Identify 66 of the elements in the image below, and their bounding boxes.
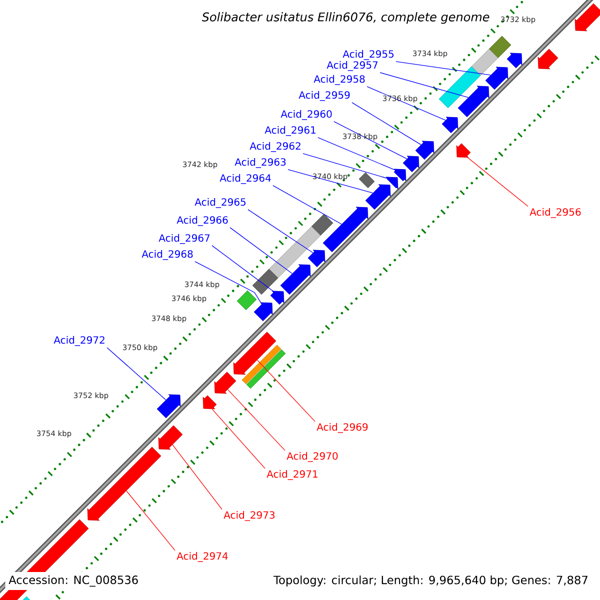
leader-line (396, 61, 491, 76)
leader-line (272, 185, 342, 224)
leader-line (248, 209, 314, 254)
gene-label: Acid_2964 (220, 174, 271, 184)
gene-label: Acid_2961 (264, 126, 316, 136)
leader-line (318, 137, 396, 171)
gene-block (308, 250, 326, 268)
leader-line (230, 227, 292, 274)
gene-label: Acid_2972 (54, 336, 104, 346)
gene-label: Acid_2965 (194, 198, 246, 208)
gene-block (402, 156, 420, 172)
gene-block (442, 116, 458, 134)
title: Solibacter usitatus Ellin6076, complete genome (202, 12, 490, 24)
gene-block (202, 395, 217, 410)
gene-block (538, 48, 558, 70)
leader-line (212, 408, 266, 469)
gene-block (158, 425, 183, 450)
gene-label: Acid_2969 (316, 423, 368, 433)
leader-line (334, 121, 408, 160)
leader-line (380, 72, 469, 98)
gene-label: Acid_2957 (326, 61, 378, 71)
gene-label: Acid_2970 (286, 452, 338, 462)
leader-line (194, 261, 262, 304)
gene-block (506, 52, 522, 68)
gene-block (365, 184, 391, 210)
leader-line (302, 153, 388, 179)
gene-block (394, 168, 406, 182)
info-text: Accession: NC_008536 (5, 572, 142, 590)
gene-label: Acid_2971 (266, 470, 318, 480)
gene-label: Acid_2959 (298, 91, 350, 101)
gene-label: Acid_2958 (314, 75, 365, 85)
gene-block (233, 332, 276, 375)
gene-label: Acid_2966 (176, 216, 228, 226)
leader-line (212, 245, 274, 292)
leader-line (106, 347, 166, 400)
gene-block (254, 302, 273, 322)
gene-label: Acid_2956 (530, 208, 581, 218)
leader-line (172, 444, 222, 510)
info-text: Topology: circular; Length: 9,965,640 bp; Genes: 7,887 (270, 572, 592, 590)
gene-label: Acid_2973 (224, 511, 275, 521)
gene-label: Acid_2968 (142, 250, 193, 260)
leader-line (366, 86, 446, 121)
gene-label: Acid_2962 (250, 142, 300, 152)
gene-block (485, 66, 508, 90)
gene-label: Acid_2963 (234, 158, 286, 168)
leader-line (126, 490, 176, 551)
gene-label: Acid_2955 (342, 50, 394, 60)
gene-block (87, 446, 162, 521)
leader-line (352, 102, 422, 146)
gene-block (386, 176, 398, 190)
gene-block (415, 140, 434, 160)
leader-line (466, 156, 528, 207)
gene-label: Acid_2974 (176, 552, 228, 562)
gene-label: Acid_2967 (158, 234, 210, 244)
leader-line (288, 169, 373, 194)
gene-block (574, 3, 600, 32)
gene-block (270, 290, 284, 305)
leader-line (256, 360, 316, 422)
gene-block (156, 394, 181, 418)
gene-block (280, 264, 311, 295)
gene-block (322, 206, 368, 252)
gene-label: Acid_2960 (280, 110, 332, 120)
gene-block (214, 372, 236, 394)
gene-block (458, 86, 490, 118)
leader-line (227, 389, 286, 451)
gene-block (456, 143, 471, 158)
